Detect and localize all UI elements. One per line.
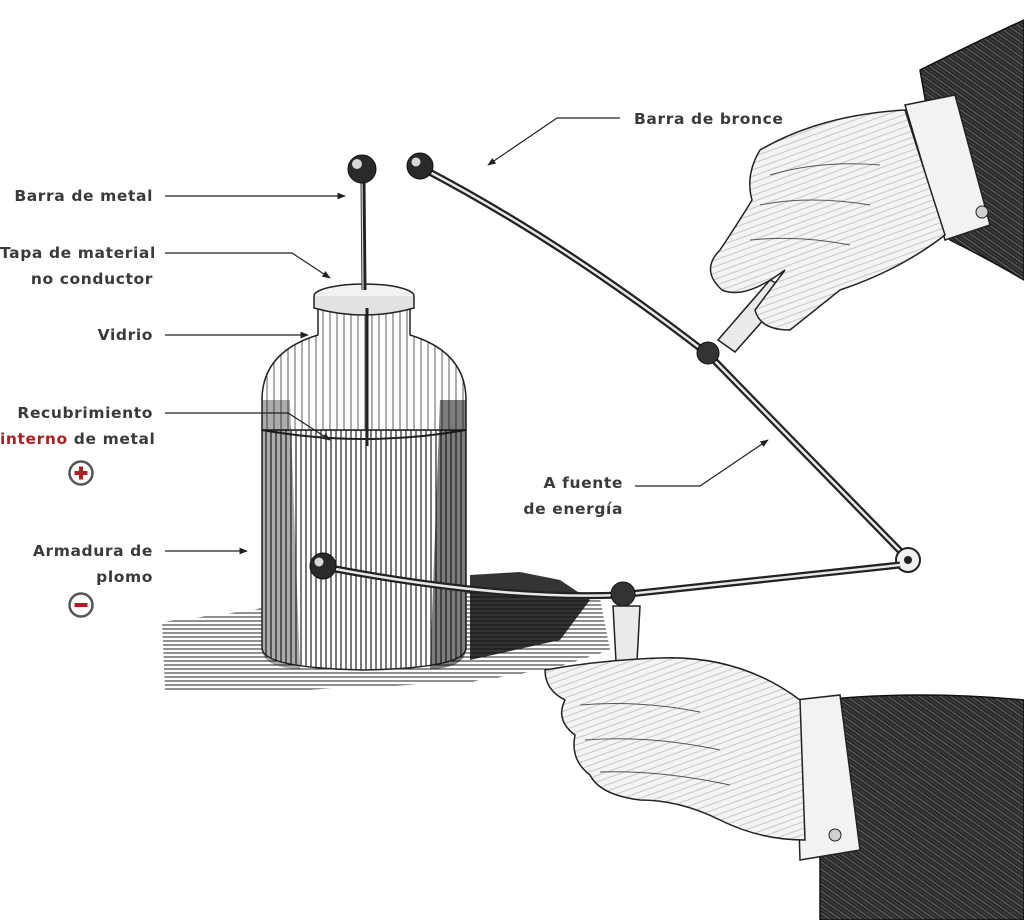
outer-coating-label: Armadura de plomo [32,542,153,586]
cap-label: Tapa de material no conductor [0,244,156,288]
energy-source-label: A fuente de energía [523,474,623,518]
metal-rod [347,154,377,291]
glass-label: Vidrio [97,326,153,344]
upper-hand [709,19,1024,331]
lower-hand [544,657,1024,920]
metal-rod-label: Barra de metal [14,187,153,205]
inner-highlight-text: interno [0,430,68,448]
inner-coating-label: Recubrimiento interno de metal [0,404,156,448]
bronze-rod-label: Barra de bronce [634,110,784,128]
jar [261,283,467,671]
negative-sign-icon [68,592,94,618]
leader-lines [165,117,769,555]
positive-sign-icon [68,460,94,486]
inner-rest-text: de metal [67,430,156,448]
